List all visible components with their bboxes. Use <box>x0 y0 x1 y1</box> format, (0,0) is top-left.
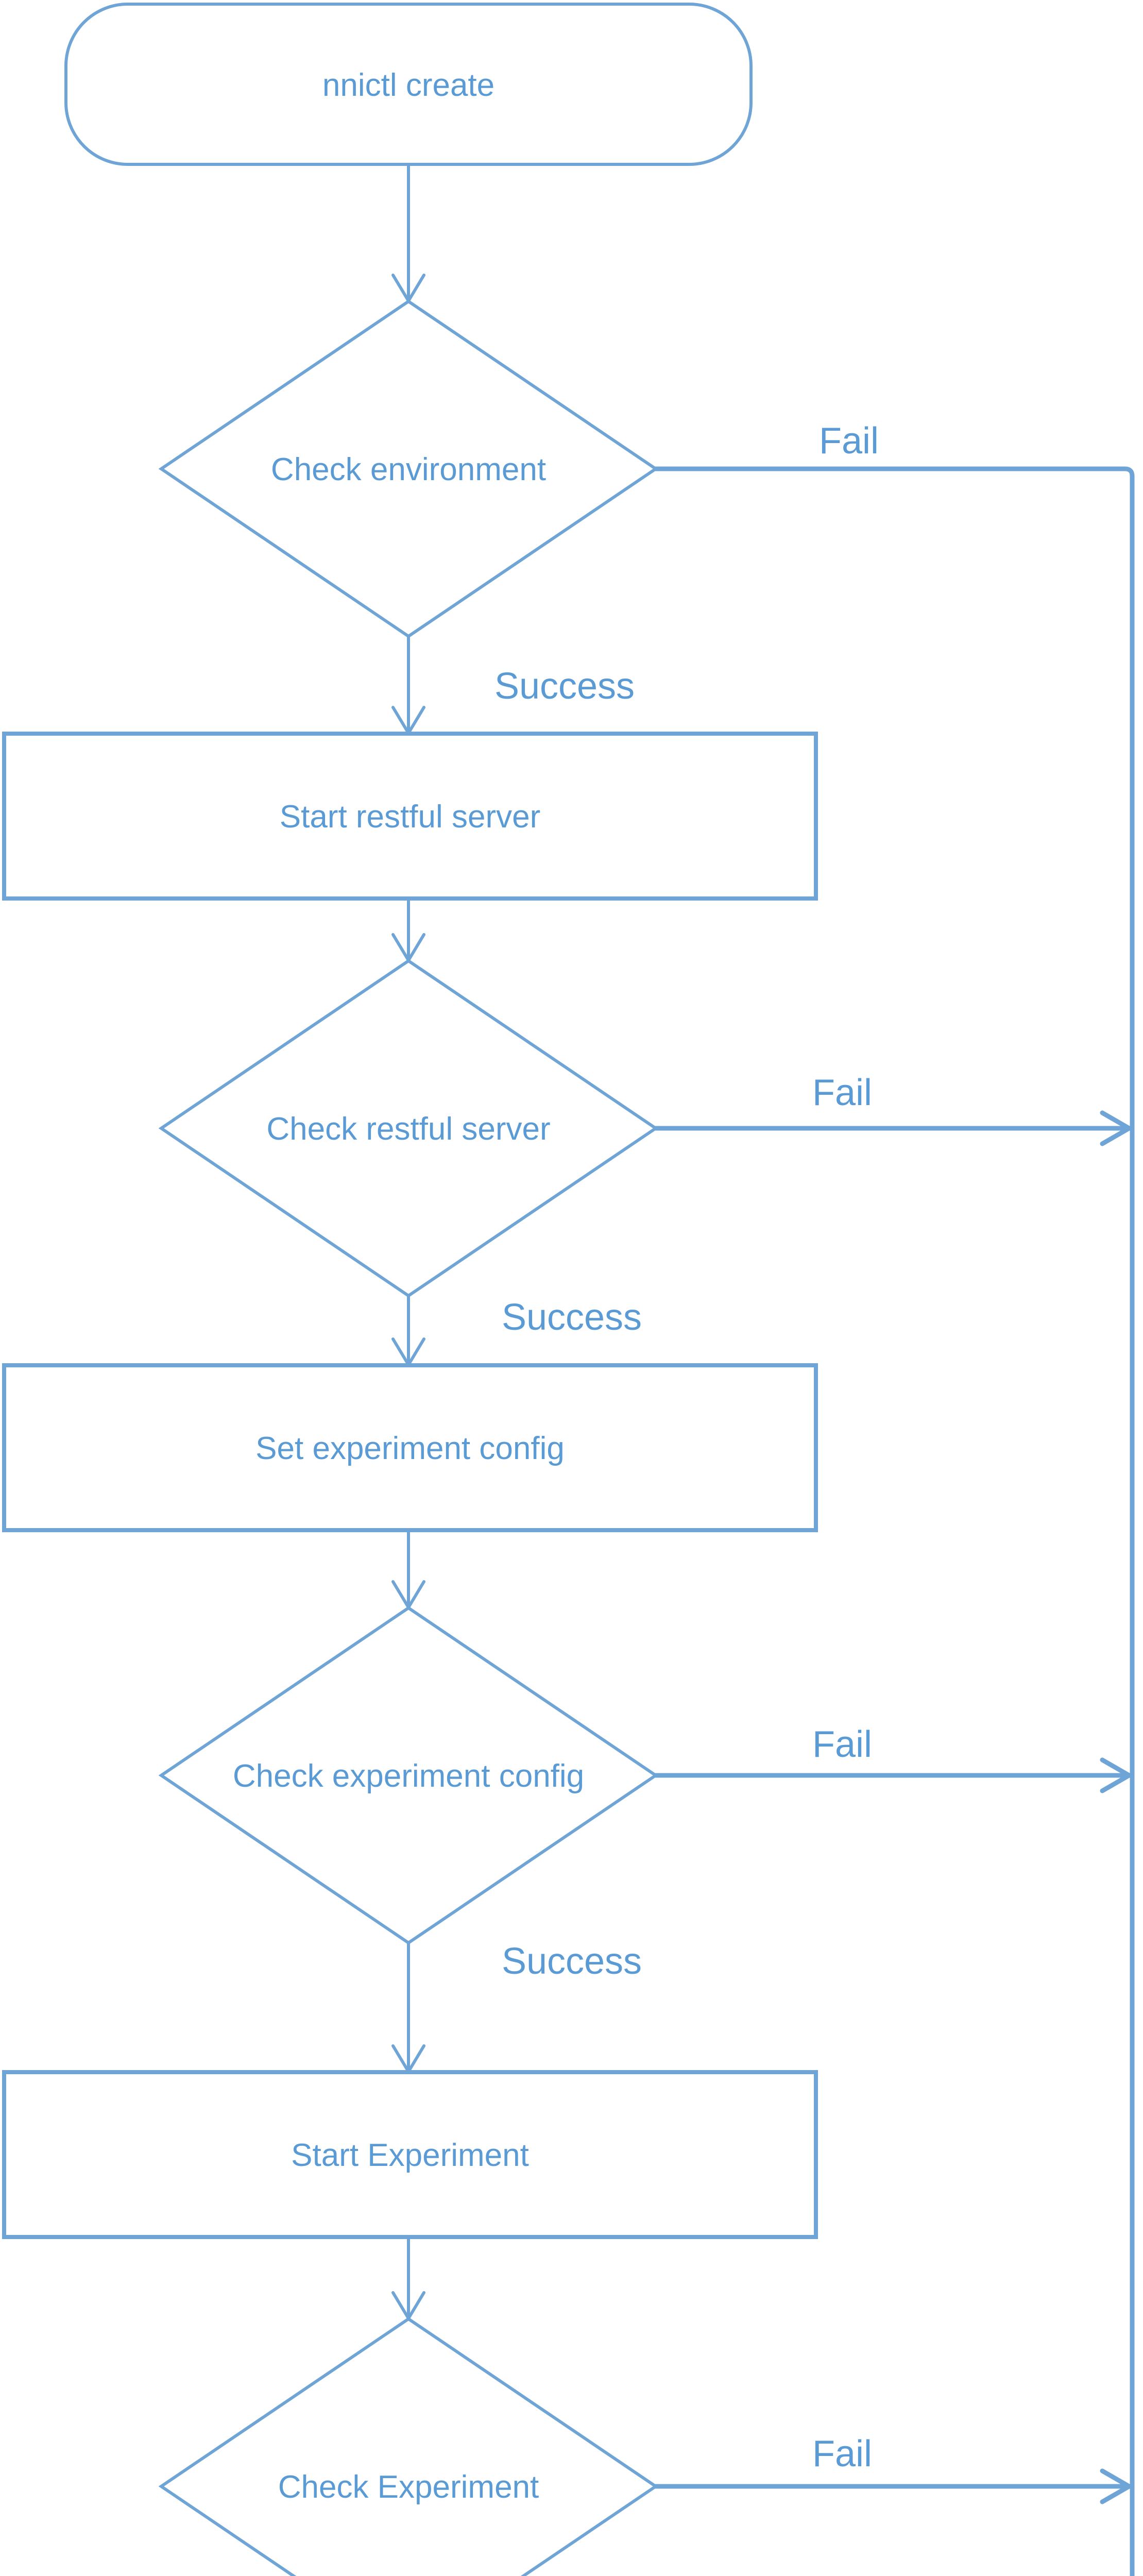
node-label: nnictl create <box>322 67 494 103</box>
node-set-experiment-config: Set experiment config <box>2 1363 818 1532</box>
edge-success-check-restful-server: Success <box>391 1294 642 1366</box>
edge-label-fail: Fail <box>812 1724 872 1765</box>
decision-outline <box>158 959 659 1298</box>
edge-label-success: Success <box>502 1941 642 1982</box>
edge-fail-check-experiment: Fail <box>653 2433 1132 2504</box>
fail-rail-line <box>653 466 1135 2576</box>
node-check-environment: Check environment <box>158 299 659 638</box>
edge-label-success: Success <box>502 1297 642 1338</box>
node-label: Check experiment config <box>233 1758 584 1794</box>
arrow-right-icon <box>1100 1757 1132 1793</box>
process-outline <box>2 2070 818 2239</box>
edge-fail-check-restful-server: Fail <box>653 1072 1132 1146</box>
edge-label-fail: Fail <box>812 1072 872 1113</box>
decision-outline <box>158 1606 659 1945</box>
arrow-right-icon <box>1100 1110 1132 1146</box>
node-check-experiment-config: Check experiment config <box>158 1606 659 1945</box>
node-label: Check Experiment <box>278 2469 539 2505</box>
node-check-experiment: Check Experiment <box>158 2317 659 2576</box>
node-start-restful-server: Start restful server <box>2 732 818 901</box>
edge-label-fail: Fail <box>819 420 879 462</box>
process-outline <box>2 732 818 901</box>
edge-label-success: Success <box>494 666 635 707</box>
edge-fail-check-environment: Fail <box>653 420 1135 2576</box>
node-label: Start Experiment <box>291 2138 529 2173</box>
edge-fail-check-experiment-config: Fail <box>653 1724 1132 1793</box>
node-label: Start restful server <box>280 799 540 835</box>
process-outline <box>2 1363 818 1532</box>
node-start: nnictl create <box>64 3 753 166</box>
arrow-right-icon <box>1100 2468 1132 2504</box>
node-label: Check restful server <box>266 1111 550 1147</box>
decision-outline <box>158 299 659 638</box>
node-label: Check environment <box>271 452 546 487</box>
edge-success-check-experiment-config: Success <box>391 1941 642 2073</box>
node-check-restful-server: Check restful server <box>158 959 659 1298</box>
edge-start-restful-server-to-check-restful-server <box>391 897 425 962</box>
edge-start-experiment-to-check-experiment <box>391 2235 425 2320</box>
edge-start-to-check-environment <box>391 163 425 302</box>
terminator-outline <box>64 3 753 166</box>
edge-success-check-environment: Success <box>391 635 635 735</box>
node-start-experiment: Start Experiment <box>2 2070 818 2239</box>
edge-set-experiment-config-to-check-experiment-config <box>391 1529 425 1609</box>
node-label: Set experiment config <box>255 1431 565 1466</box>
edge-label-fail: Fail <box>812 2433 872 2475</box>
decision-outline <box>158 2317 659 2576</box>
